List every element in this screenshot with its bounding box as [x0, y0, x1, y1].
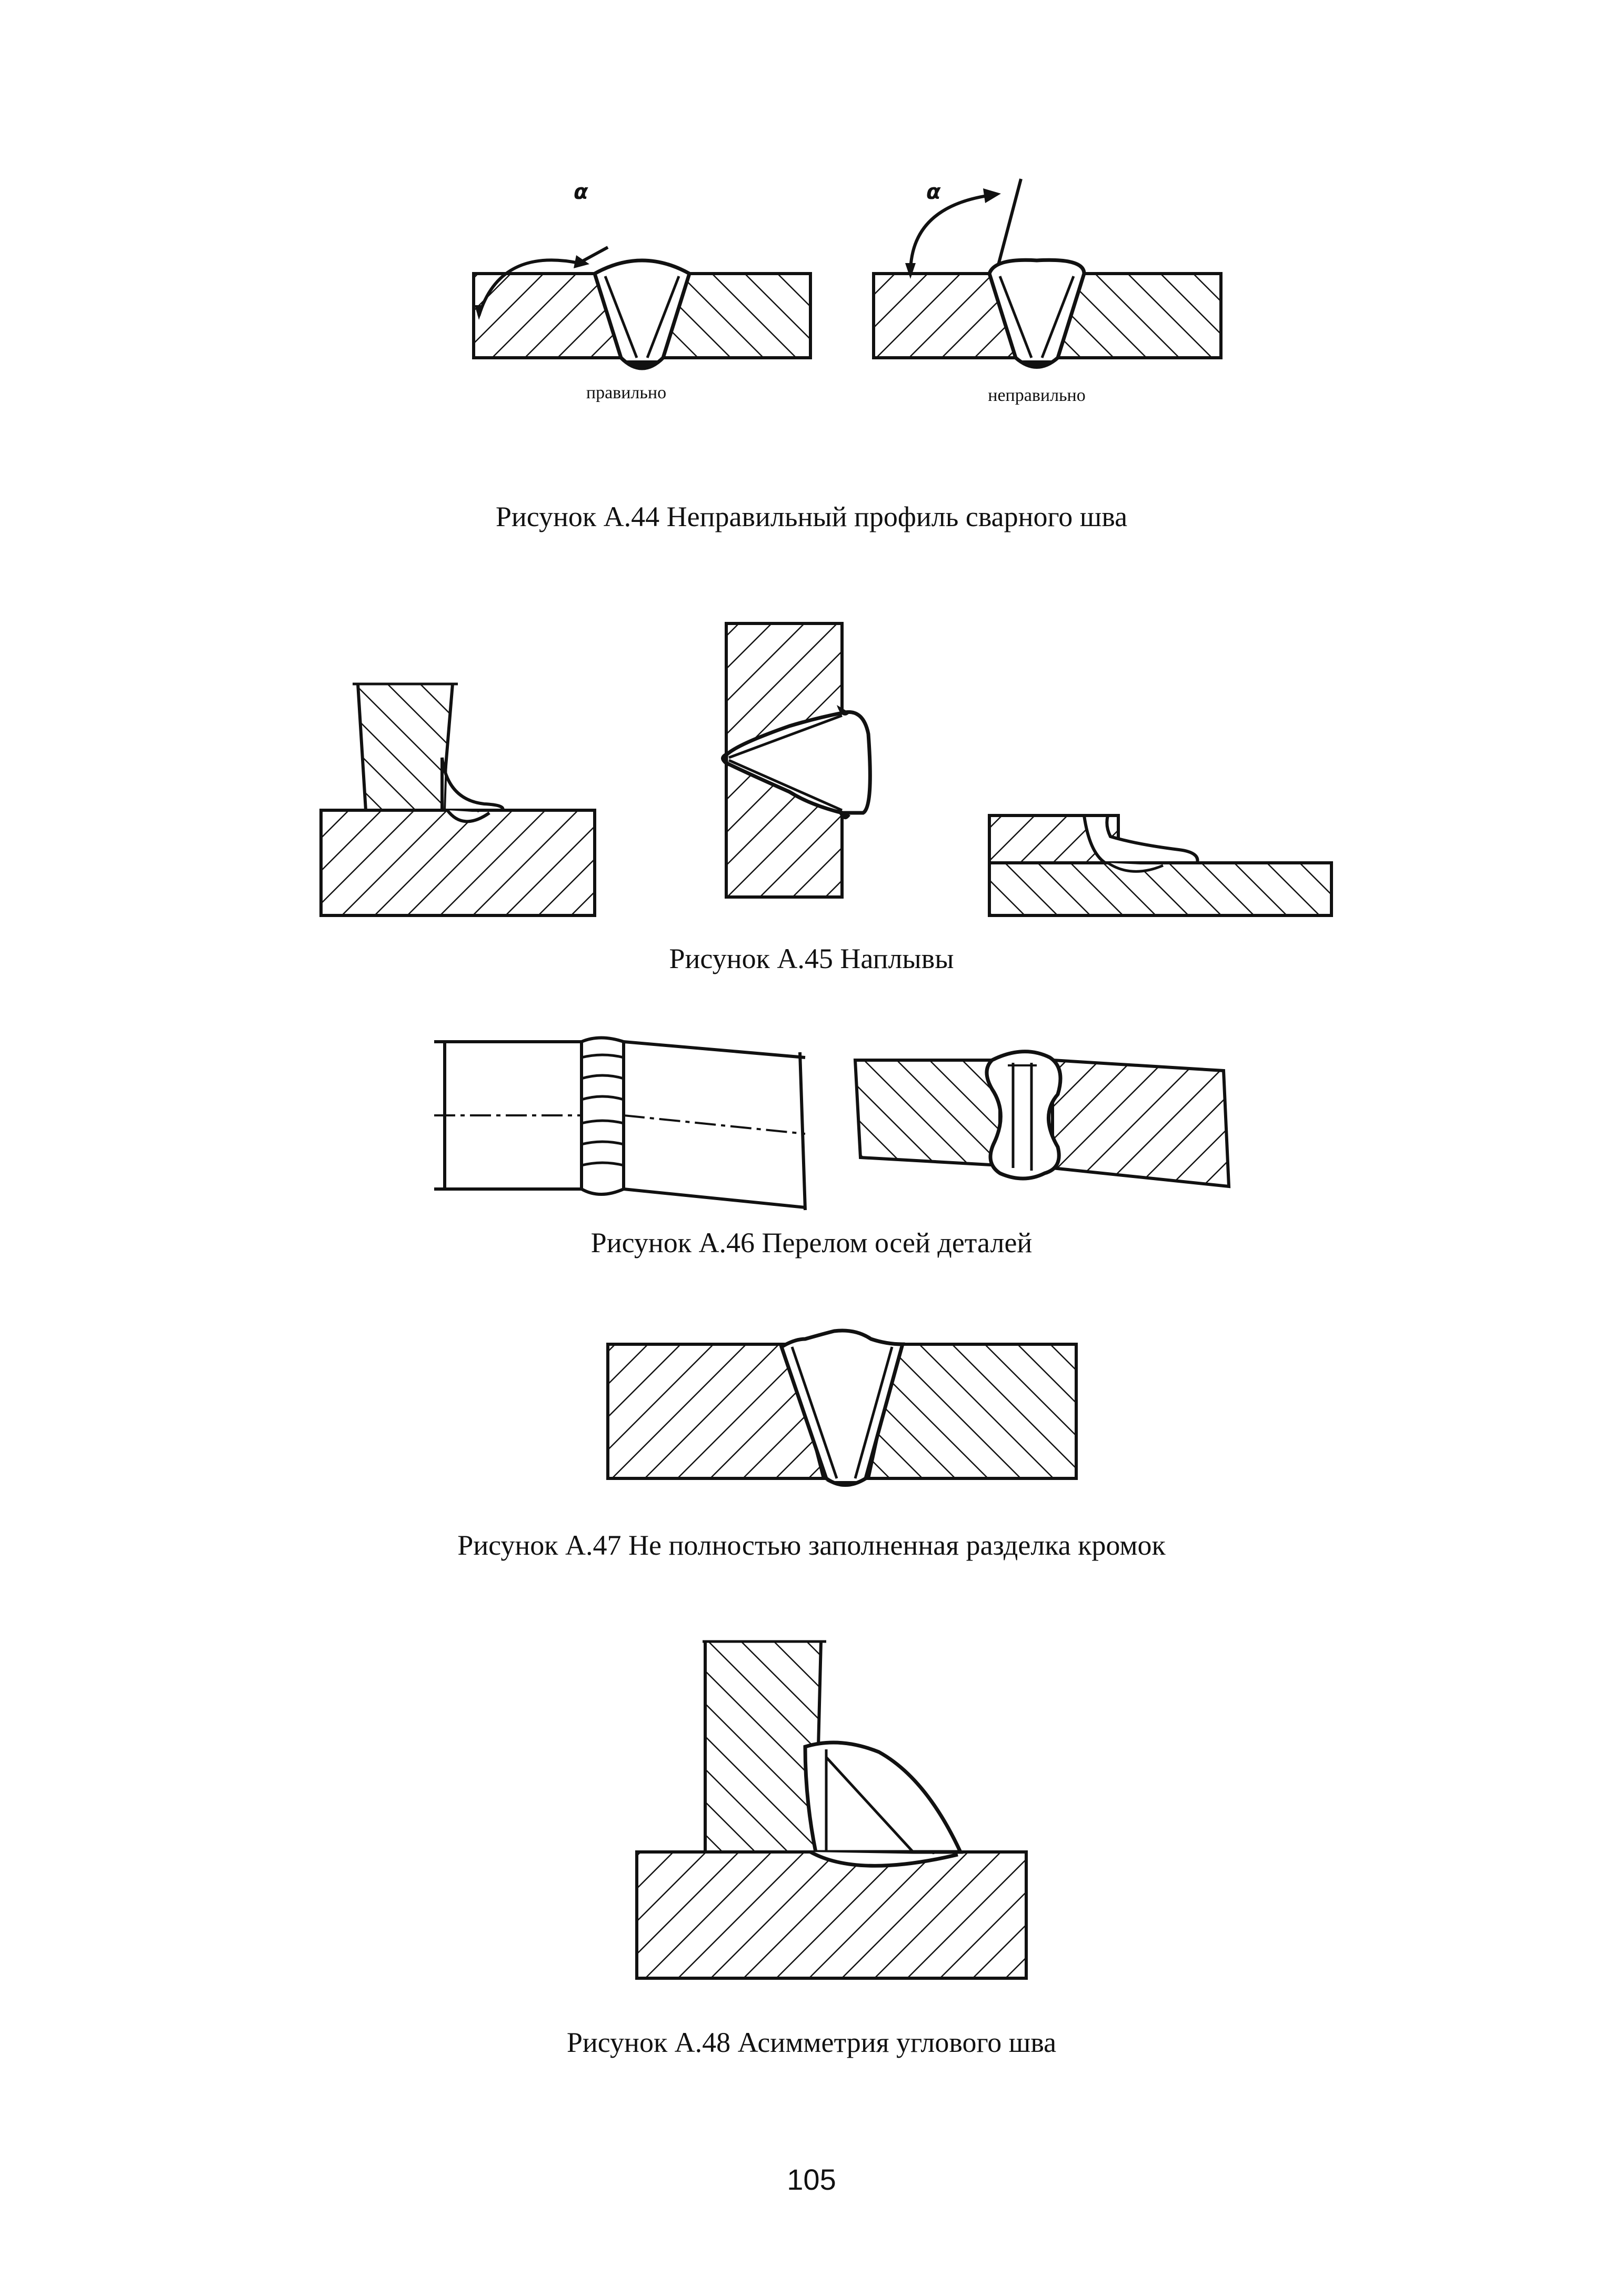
caption-a48: Рисунок А.48 Асимметрия углового шва	[566, 2027, 1057, 2058]
figure-a44-correct	[463, 189, 821, 400]
figure-a45-lap-overlap	[979, 805, 1337, 921]
figure-a46-plates	[850, 1047, 1234, 1205]
figure-a44-incorrect	[863, 174, 1231, 400]
caption-a45: Рисунок А.45 Наплывы	[669, 943, 954, 974]
figure-a45-tee-overlap	[316, 679, 600, 921]
alpha-symbol-left: α	[574, 180, 588, 204]
figure-a45-butt-overlap	[710, 618, 900, 913]
label-incorrect: неправильно	[988, 386, 1086, 405]
alpha-symbol-right: α	[926, 180, 941, 204]
caption-a46: Рисунок А.46 Перелом осей деталей	[590, 1227, 1033, 1258]
figure-a46-pipe	[429, 1031, 818, 1221]
caption-a47: Рисунок А.47 Не полностью заполненная ра…	[457, 1529, 1166, 1561]
figure-a48-asymmetric-fillet	[632, 1631, 1031, 1983]
figure-a47-unfilled-groove	[603, 1323, 1087, 1502]
caption-a44: Рисунок А.44 Неправильный профиль сварно…	[495, 501, 1128, 532]
page-number: 105	[787, 2163, 836, 2196]
label-correct: правильно	[586, 383, 667, 402]
